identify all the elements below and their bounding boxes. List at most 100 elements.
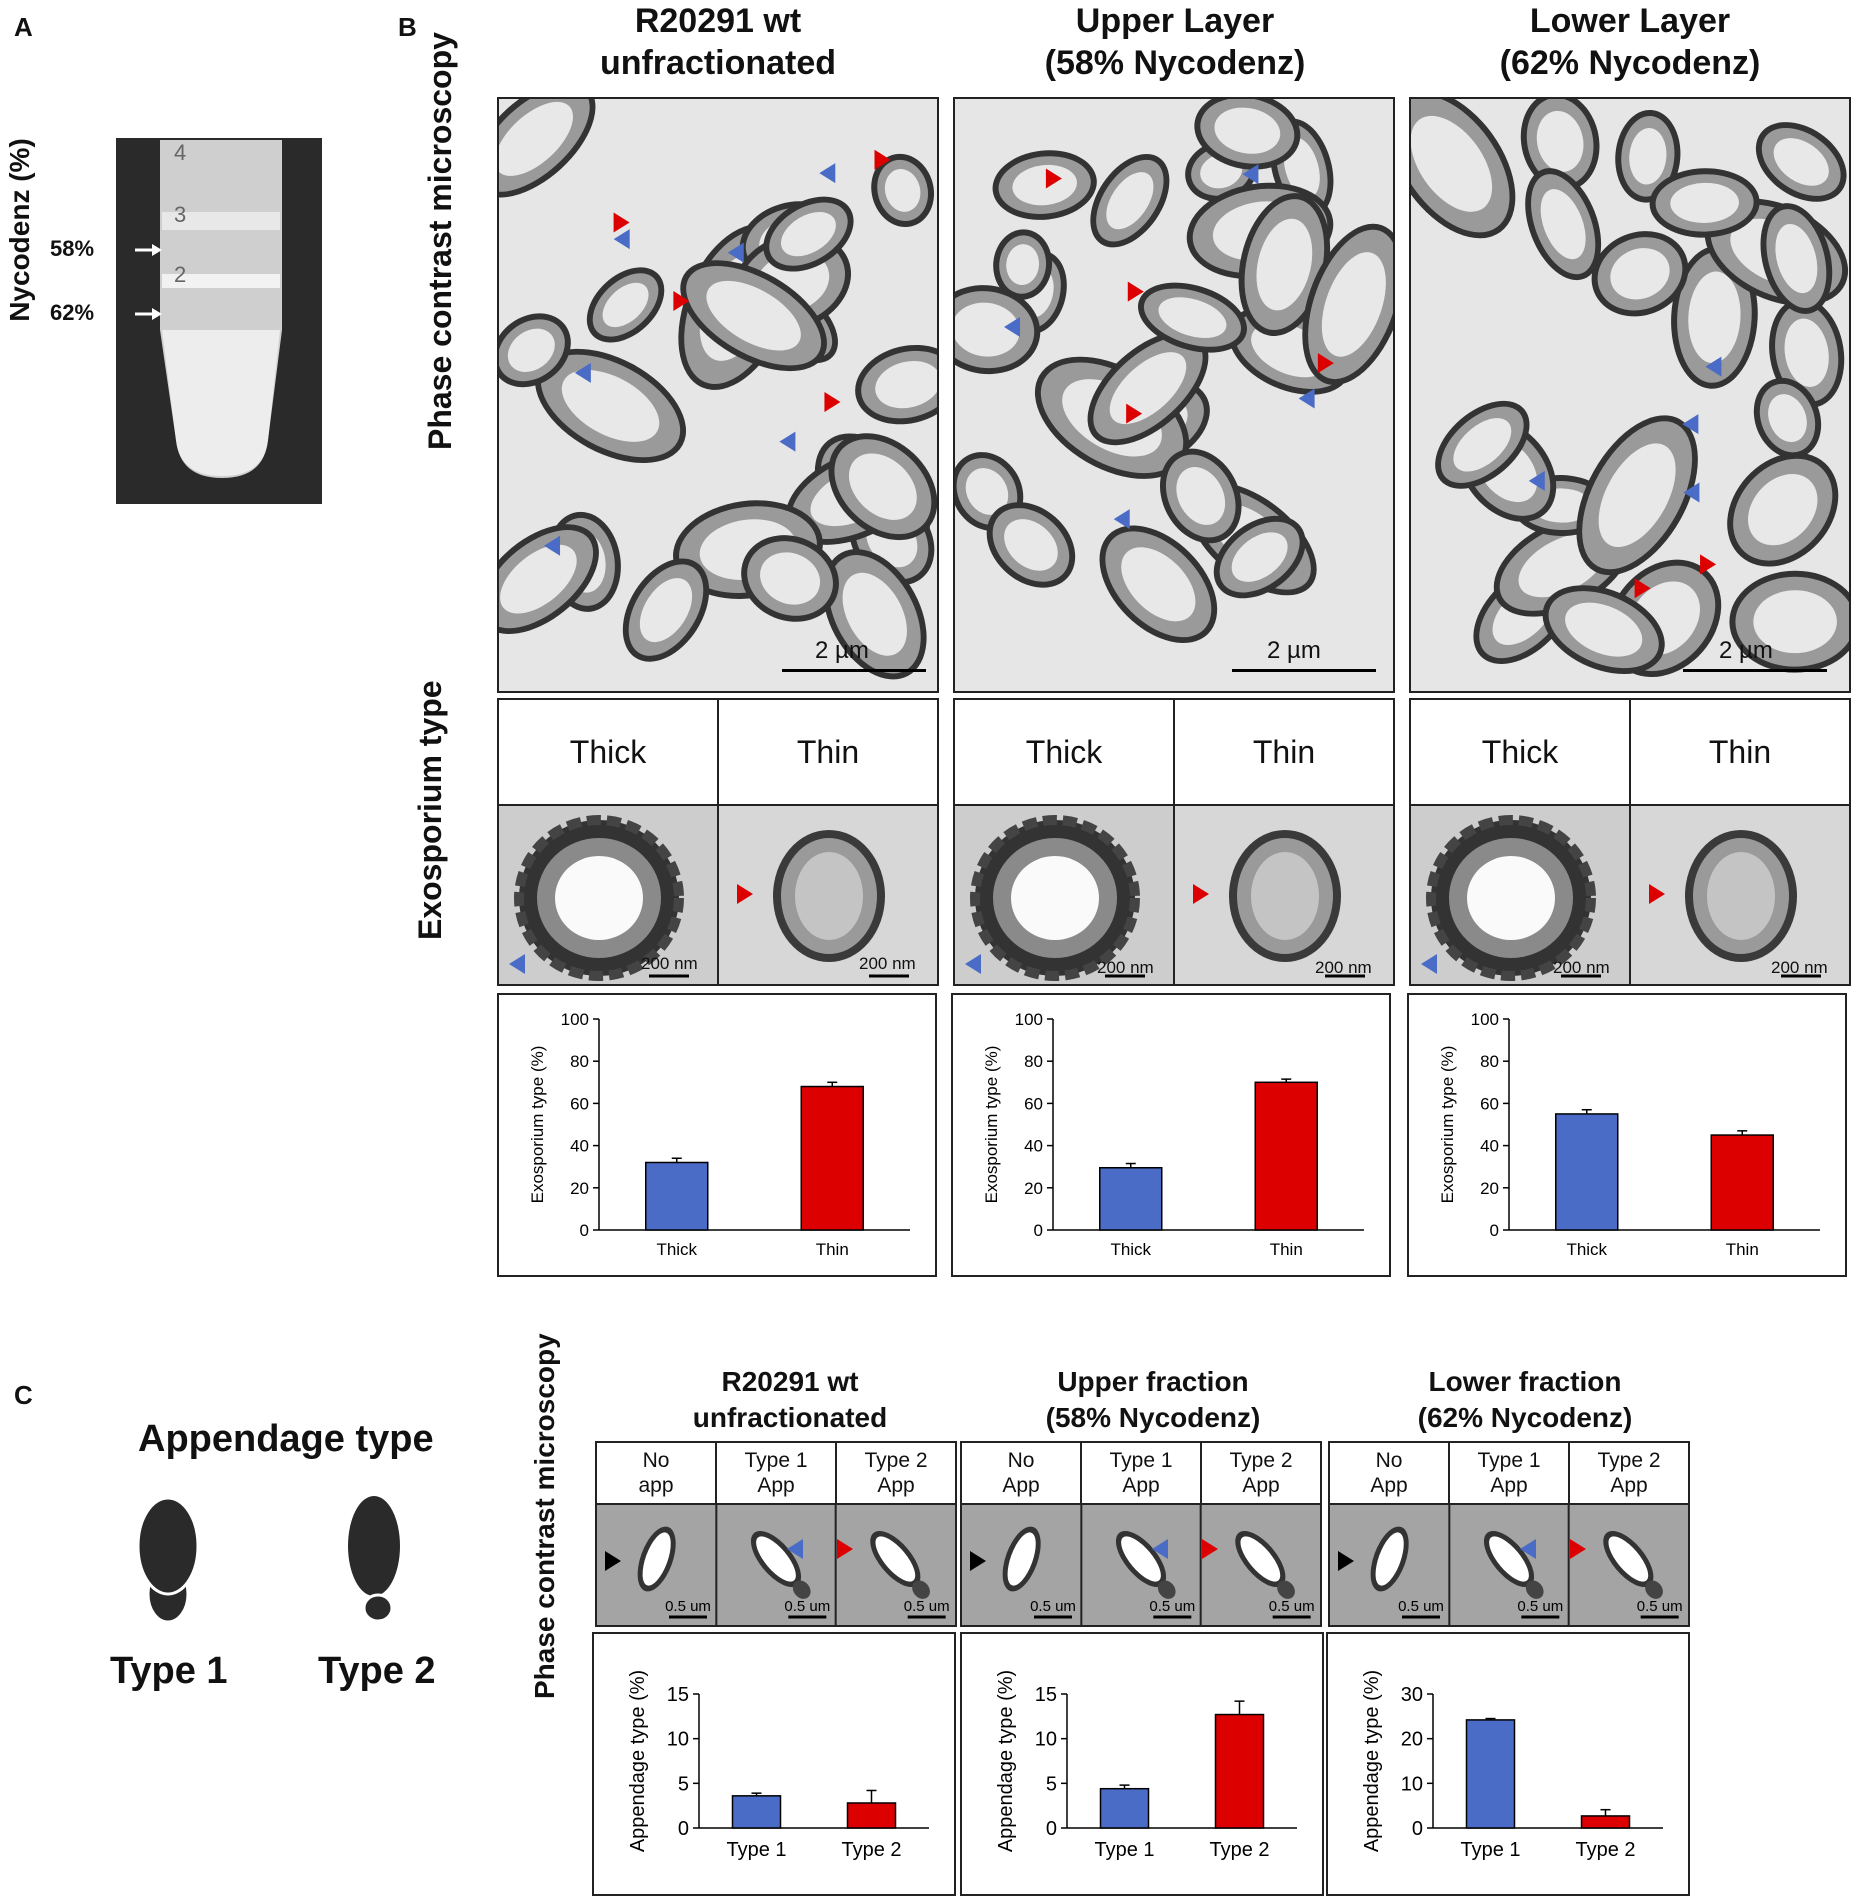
thin-exosporium-spore [773,830,885,962]
b-type-header-1: Thick Thin [497,698,939,806]
b-type-thin-2: Thin [1173,700,1393,804]
spore [955,285,1041,375]
spore [499,524,599,634]
appendage [1525,1580,1544,1599]
red-arrowhead-icon [837,1539,853,1559]
b-col-1-title: R20291 wt unfractionated [498,0,938,84]
b-col-2-title: Upper Layer (58% Nycodenz) [955,0,1395,84]
c-col-3-title: Lower fraction (62% Nycodenz) [1330,1364,1720,1436]
y-tick-label: 15 [667,1684,689,1706]
y-tick-label: 100 [1471,1010,1499,1029]
b-col-3-title-line1: Lower Layer [1529,2,1731,40]
spore [1302,223,1393,386]
bar-0 [1099,1787,1150,1829]
blue-arrowhead-icon [1683,482,1700,503]
y-axis-label: Exosporium type (%) [1438,1046,1457,1204]
spore [1099,525,1218,644]
spore [1411,99,1516,239]
b-type-thick-3: Thick [1481,733,1559,770]
x-tick-label: Thin [1270,1240,1303,1259]
spore [1727,452,1839,567]
x-tick-label: Thick [1566,1240,1607,1259]
b-micrograph-3: 2 µm [1409,97,1851,693]
b-scalebar-2-label: 2 µm [1267,637,1321,664]
red-arrowhead-icon [673,291,690,312]
spore [499,99,596,198]
spore [993,229,1053,300]
c3-h1-l2: App [1370,1474,1408,1497]
scale-bar-label: 0.5 um [665,1598,711,1615]
c-col-3-title-line1: Lower fraction [1428,1366,1622,1397]
y-tick-label: 40 [1480,1137,1499,1156]
x-tick-label: Type 2 [841,1839,901,1861]
b-zoom-row-3: 200 nm 200 nm [1409,804,1851,986]
diagram-label-type1: Type 1 [110,1650,228,1692]
spore [1525,168,1602,281]
red-arrowhead-icon [737,884,753,904]
blue-arrowhead-icon [1682,414,1699,435]
c-col-1-title-line2: unfractionated [692,1402,888,1433]
b-scalebar-3-label: 2 µm [1719,637,1773,664]
spore [1576,415,1698,576]
appendage-diagram [136,1496,400,1624]
c3-h2-l2: App [1490,1474,1528,1497]
b-zoom-2-thick-scale: 200 nm [1097,958,1154,977]
c1-h2-l1: Type 1 [744,1449,808,1472]
red-arrowhead-icon [1317,353,1334,374]
c-row-label-phase: Phase contrast microscopy [529,1333,560,1699]
b-scalebar-2 [1232,669,1376,672]
bar-1 [1214,1713,1265,1829]
spore [586,267,665,343]
spore [1729,570,1849,673]
spore [828,433,937,541]
blue-arrowhead-icon [965,954,981,974]
thin-exosporium-spore [1229,830,1341,962]
blue-arrowhead-icon [1520,1539,1536,1559]
spore-phase-bright [1603,1530,1663,1599]
blue-arrowhead-icon [1298,388,1315,409]
y-tick-label: 60 [1480,1094,1499,1113]
red-arrowhead-icon [1126,403,1143,424]
spore-phase-bright [1235,1530,1295,1599]
b-type-header-3: Thick Thin [1409,698,1851,806]
spore [1760,203,1833,314]
spore-phase-bright [750,1530,811,1599]
b-micrograph-2: 2 µm [953,97,1395,693]
scale-bar-label: 0.5 um [1398,1598,1444,1615]
b-micrograph-1: 2 µm [497,97,939,693]
blue-arrowhead-icon [1004,316,1021,337]
b-col-1-title-line1: R20291 wt [634,2,802,40]
bar-1 [1580,1815,1631,1829]
spore [1753,377,1822,459]
appendage [1277,1580,1295,1599]
blue-arrowhead-icon [1528,470,1545,491]
spore [1615,109,1681,203]
b-zoom-row-2: 200 nm 200 nm [953,804,1395,986]
c-col-1-title-line1: R20291 wt [721,1366,859,1397]
blue-arrowhead-icon [787,1539,803,1559]
diagram-label-type2: Type 2 [318,1650,436,1692]
red-arrowhead-icon [1193,884,1209,904]
y-axis-label: Exosporium type (%) [982,1046,1001,1204]
panel-c-letter: C [14,1380,33,1410]
tube-number-3: 3 [174,202,186,227]
c1-h3-l2: App [877,1474,915,1497]
spore [1591,231,1689,317]
spore [763,196,854,272]
x-tick-label: Thin [816,1240,849,1259]
thin-exosporium-spore [1685,830,1797,962]
spore [622,558,710,662]
y-tick-label: 30 [1401,1684,1423,1706]
b-col-3-title-line2: (62% Nycodenz) [1499,44,1761,82]
y-tick-label: 40 [570,1137,589,1156]
red-arrowhead-icon [1570,1539,1586,1559]
scale-bar-label: 0.5 um [784,1598,830,1615]
